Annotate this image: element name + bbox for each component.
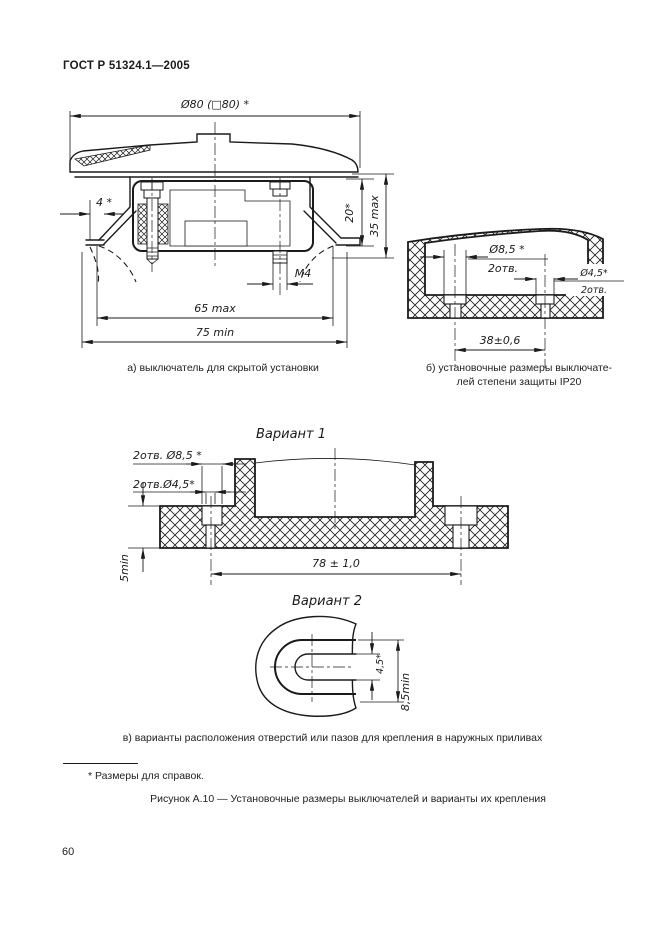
page-header: ГОСТ Р 51324.1—2005: [63, 60, 190, 72]
figure-caption: Рисунок А.10 — Установочные размеры выкл…: [150, 793, 546, 805]
dim-label-d4: 4 *: [96, 196, 112, 209]
switch-mechanism: [169, 189, 291, 247]
cover-seal-hatch: [74, 144, 151, 167]
dim-m4: M4: [247, 262, 313, 290]
dim-label-v2-85min: 8,5min: [399, 673, 412, 711]
dim-4: 4 *: [60, 196, 124, 217]
mounting-yoke: [74, 176, 361, 285]
dim-85: Ø8,5 * 2отв.: [420, 243, 548, 295]
switch-body: [132, 180, 314, 252]
dim-65max: 65 max: [97, 302, 333, 321]
centerlines-b: [454, 244, 546, 368]
centerlines-a: [151, 122, 281, 298]
caption-figure-v: в) варианты расположения отверстий или п…: [122, 732, 543, 744]
dim-v1-78: 78 ± 1,0: [211, 557, 461, 577]
dim-label-d75: 75 min: [196, 326, 234, 339]
dim-v1-45: 2отв.Ø4,5*: [133, 478, 246, 504]
dim-label-v1-45: 2отв.Ø4,5*: [133, 478, 195, 491]
variant1-drawing: Вариант 1 2отв. Ø8,5 * 2отв.Ø4,: [118, 427, 509, 585]
dim-label-v2-45: 4,5*: [375, 654, 386, 674]
dim-35max: 35 max: [332, 173, 394, 259]
dim-diameter-80: Ø80 (□80) *: [69, 98, 361, 168]
footnote-text: * Размеры для справок.: [88, 770, 204, 782]
dim-label-m4: M4: [295, 267, 312, 280]
dim-label-v1-78: 78 ± 1,0: [312, 557, 360, 570]
technical-drawings: Ø80 (□80) * 4 * M4 20* 35 max: [60, 98, 626, 717]
dim-label-b-d38: 38±0,6: [480, 334, 521, 347]
dim-38: 38±0,6: [455, 334, 545, 353]
dim-20: 20*: [343, 178, 374, 247]
dim-v1-85: 2отв. Ø8,5 *: [133, 449, 246, 504]
dim-label-b-d85-holes: 2отв.: [488, 262, 518, 275]
figure-b-drawing: Ø8,5 * 2отв. Ø4,5* 2отв. 38±0,6: [407, 227, 626, 368]
dim-75min: 75 min: [82, 326, 347, 345]
dim-v2-45: 4,5*: [356, 632, 386, 700]
caption-figure-b-line1: б) установочные размеры выключате-: [425, 362, 613, 374]
variant2-title: Вариант 2: [292, 594, 362, 609]
dim-label-b-d45-holes: 2отв.: [581, 285, 607, 296]
figure-a-drawing: Ø80 (□80) * 4 * M4 20* 35 max: [60, 98, 394, 348]
slot-inner-fill: [295, 654, 356, 680]
flange-holes: [201, 505, 478, 549]
dim-label-b-d45: Ø4,5*: [579, 268, 608, 279]
switch-cover: [69, 133, 359, 173]
dim-45: Ø4,5* 2отв.: [514, 264, 626, 296]
dim-label-d35: 35 max: [368, 195, 381, 237]
caption-figure-a: а) выключатель для скрытой установки: [127, 362, 319, 374]
dim-v1-5min: 5min: [118, 482, 160, 582]
variant1-title: Вариант 1: [256, 427, 326, 442]
dim-label-d80: Ø80 (□80) *: [180, 98, 250, 111]
dim-label-d20: 20*: [343, 203, 356, 223]
centerlines-v1: [210, 448, 462, 585]
dim-label-v1-5min: 5min: [118, 554, 131, 582]
variant2-drawing: Вариант 2 4,5* 8,5min: [255, 594, 412, 717]
caption-figure-b-line2: лей степени защиты IP20: [456, 376, 582, 388]
dim-label-b-d85: Ø8,5 *: [488, 243, 525, 256]
centerlines-v2: [270, 634, 352, 702]
dim-label-v1-85: 2отв. Ø8,5 *: [133, 449, 202, 462]
wall-recess-lines: [81, 246, 348, 348]
flange-section-hatched: [159, 458, 509, 549]
caption-figure-b: б) установочные размеры выключате- лей с…: [411, 361, 627, 389]
dim-v2-85min: 8,5min: [358, 639, 412, 711]
page-number: 60: [62, 846, 75, 858]
dim-label-d65: 65 max: [194, 302, 236, 315]
footnote-rule: [63, 763, 138, 764]
